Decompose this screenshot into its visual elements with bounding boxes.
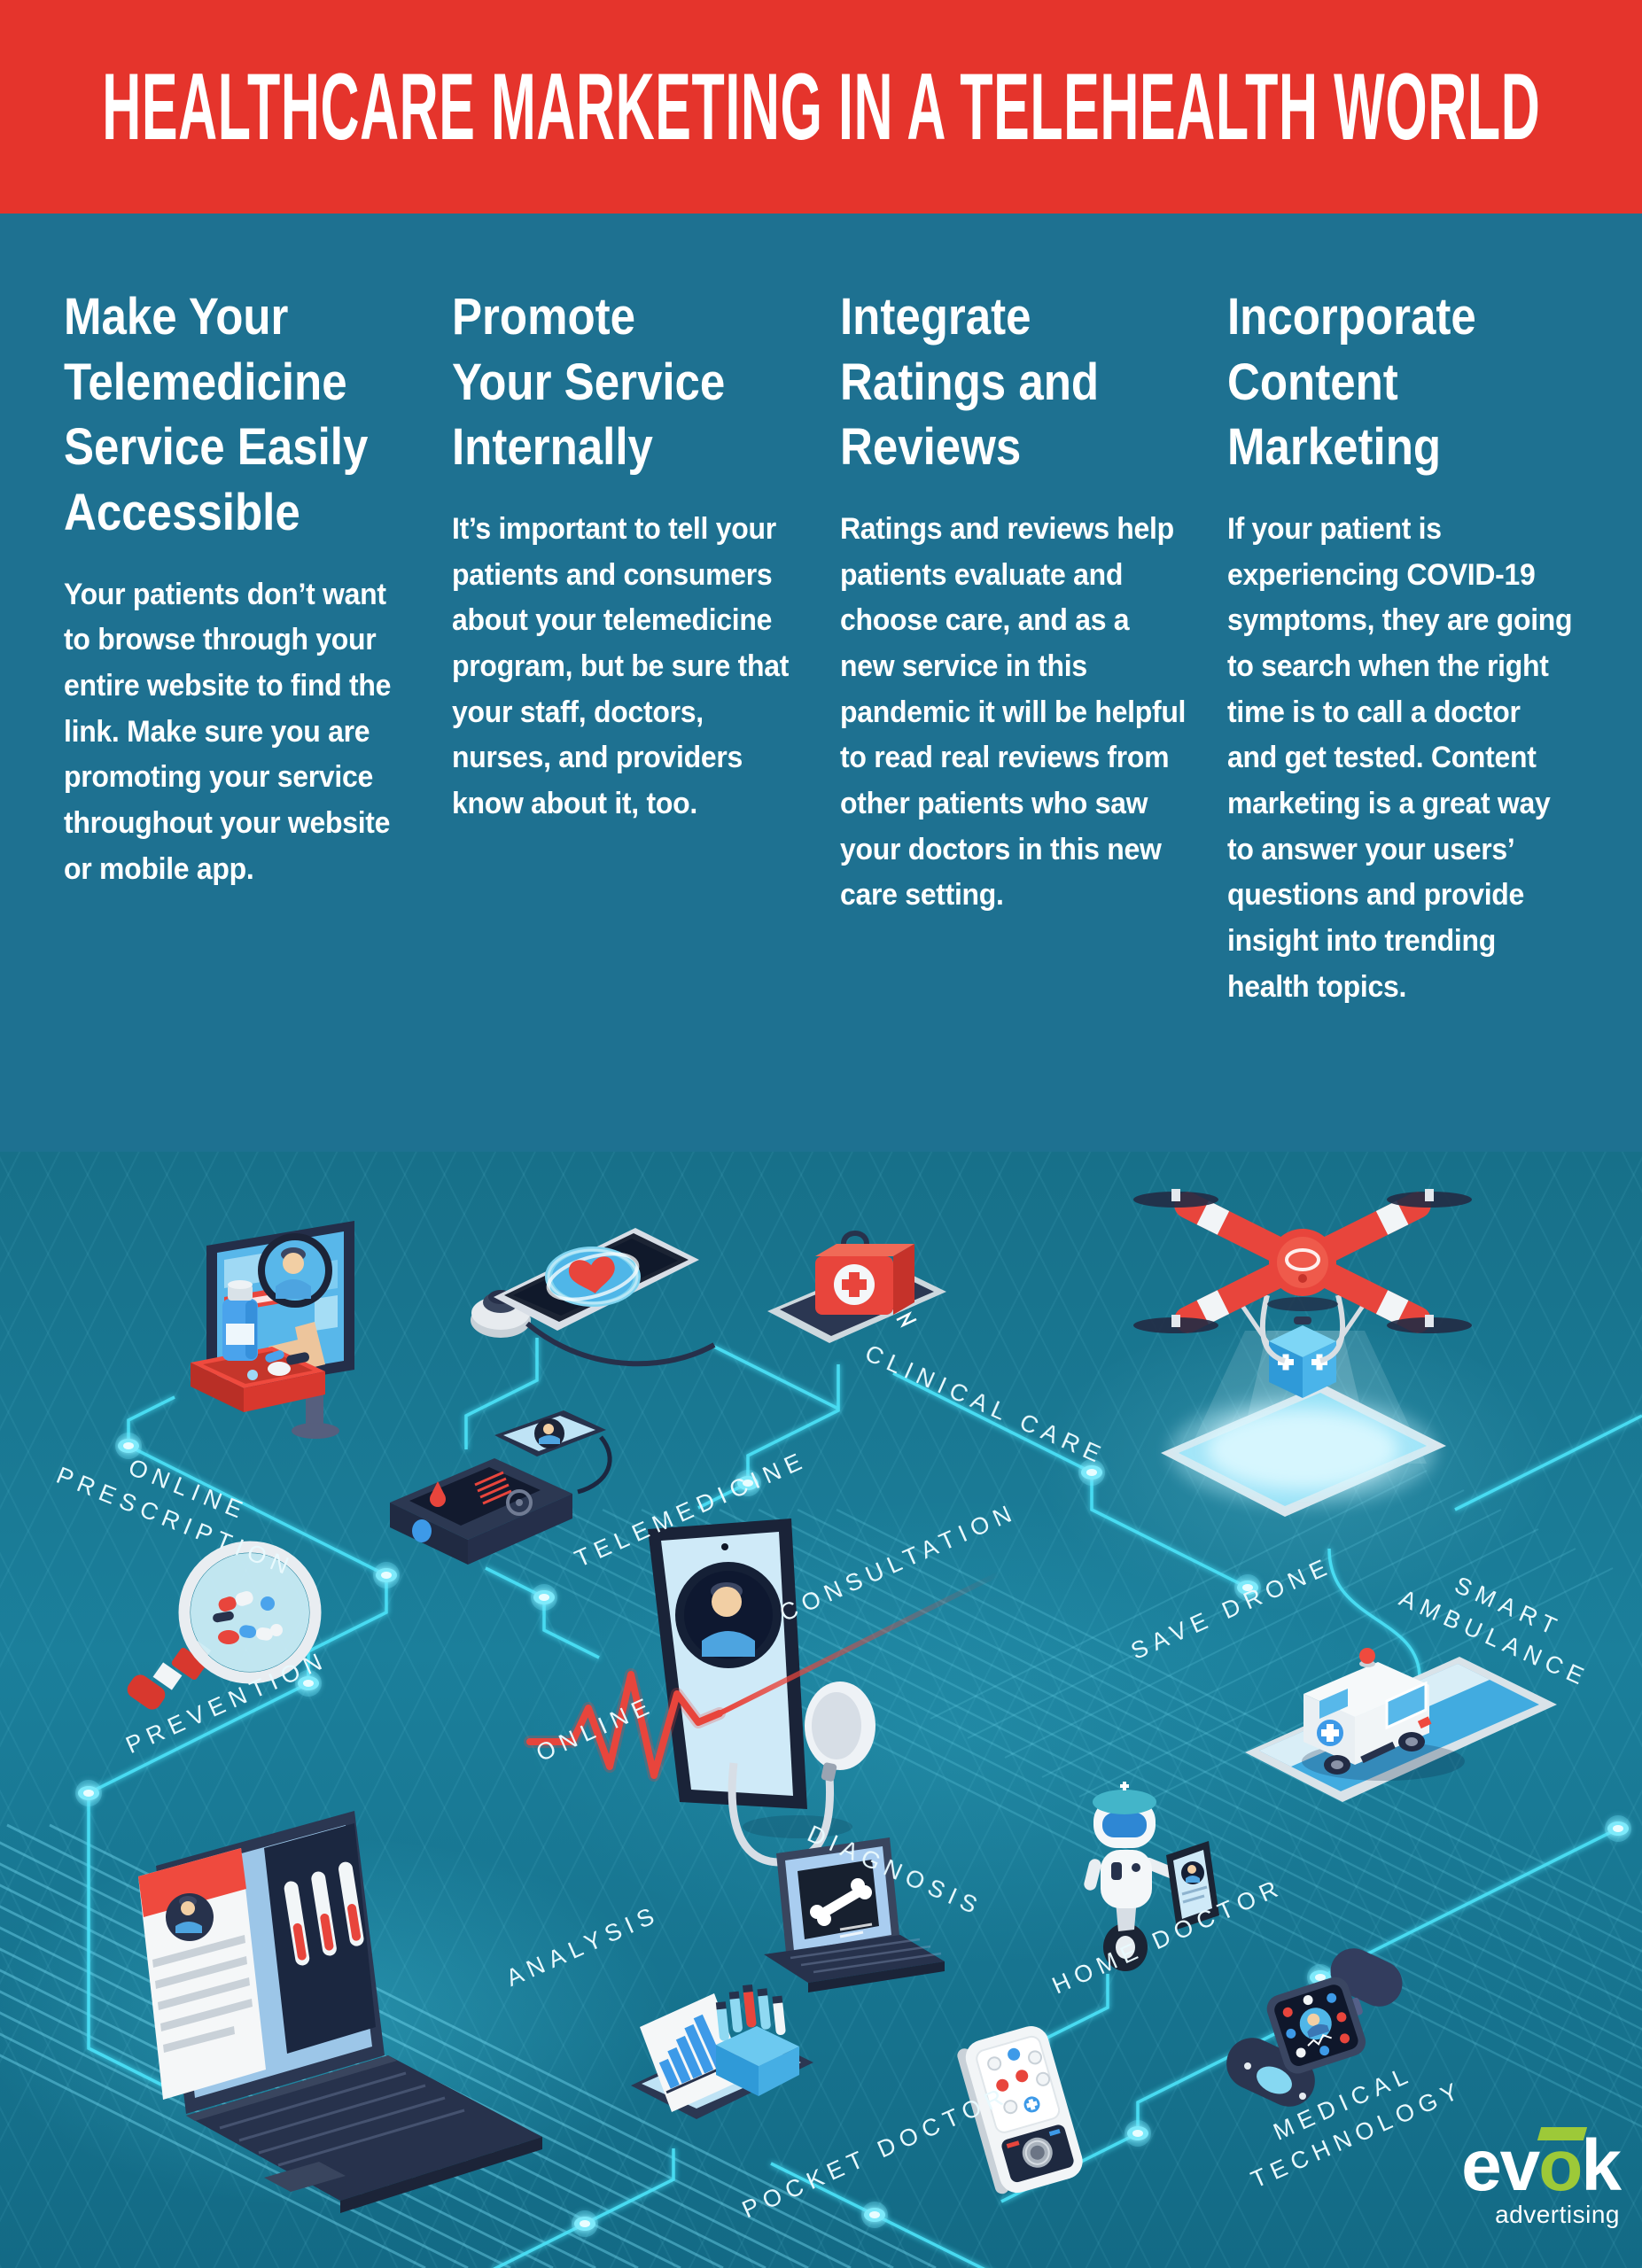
column-body: If your patient is experiencing COVID-19… <box>1227 511 1573 1004</box>
telemedicine-vitals-device-icon <box>390 1410 612 1565</box>
smart-ambulance-icon <box>1245 1648 1557 1802</box>
column-body: Ratings and reviews help patients evalua… <box>839 511 1186 913</box>
column-heading: Integrate Ratings and Reviews <box>839 288 1099 477</box>
prevention-magnifier-icon <box>127 1541 322 1710</box>
online-consultation-tablet-icon <box>648 1518 807 1809</box>
column-heading: Incorporate Content Marketing <box>1227 288 1477 477</box>
logo-ev: ev <box>1461 2125 1540 2206</box>
telemedicine-heart-tablet-icon <box>471 1228 716 1367</box>
home-doctor-robot-icon <box>1084 1782 1219 1971</box>
diagnosis-laptop-icon <box>764 1837 945 1992</box>
pocket-doctor-icon <box>957 2025 1083 2194</box>
column-ratings: Integrate Ratings and Reviews Ratings an… <box>840 284 1191 1152</box>
content-columns: Make Your Telemedicine Service Easily Ac… <box>0 214 1642 1152</box>
analysis-laptop-icon <box>138 1811 542 2213</box>
column-promote: Promote Your Service Internally It’s imp… <box>452 284 803 1152</box>
logo-tagline: advertising <box>1495 2200 1620 2228</box>
telehealth-flowchart: ONLINE PRESCRIPTION PREVENTION TELEMEDIC… <box>0 1152 1642 2268</box>
logo-macron-bar <box>1537 2127 1588 2140</box>
column-body: Your patients don’t want to browse throu… <box>64 577 392 886</box>
logo-k: k <box>1581 2125 1622 2206</box>
flowchart-illustration <box>0 1189 1642 2268</box>
column-heading: Promote Your Service Internally <box>451 288 726 477</box>
column-body: It’s important to tell your patients and… <box>451 511 789 820</box>
online-prescription-icon <box>191 1221 354 1439</box>
column-accessible: Make Your Telemedicine Service Easily Ac… <box>64 284 415 1152</box>
column-content-marketing: Incorporate Content Marketing If your pa… <box>1227 284 1578 1152</box>
medical-smartwatch-icon <box>1226 1948 1403 2107</box>
clinical-care-kit-icon <box>767 1231 946 1343</box>
column-heading: Make Your Telemedicine Service Easily Ac… <box>64 288 369 541</box>
stethoscope-icon <box>728 1682 875 1867</box>
save-drone-icon <box>1133 1189 1472 1517</box>
ecg-heartbeat-line <box>524 1571 1001 1782</box>
logo-o: o <box>1537 2127 1588 2202</box>
page-title: HEALTHCARE MARKETING IN A TELEHEALTH WOR… <box>101 53 1541 159</box>
analysis-test-tubes-icon <box>631 1984 813 2119</box>
header-banner: HEALTHCARE MARKETING IN A TELEHEALTH WOR… <box>0 0 1642 214</box>
